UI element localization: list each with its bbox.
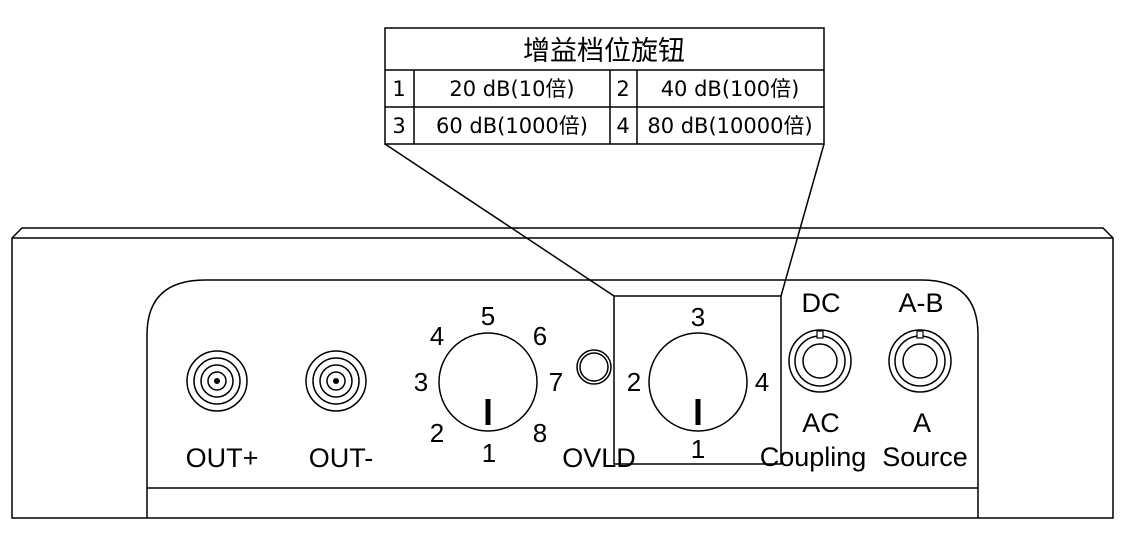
knob-position-label: 4 — [430, 321, 444, 351]
table-cell-index: 3 — [392, 114, 405, 138]
knob-position-label: 2 — [430, 418, 444, 448]
control-panel-recess — [146, 279, 979, 488]
switch-indicator-notch — [916, 330, 924, 339]
coupling-switch[interactable] — [788, 329, 852, 393]
coupling-caption: Coupling — [760, 442, 867, 472]
gain-table: 增益档位旋钮 1 20 dB(10倍) 2 40 dB(100倍) 3 60 d… — [384, 27, 825, 145]
out-minus-label: OUT- — [309, 443, 374, 473]
connector-outer-ring — [305, 350, 367, 412]
source-switch[interactable] — [888, 329, 952, 393]
gain-knob-highlight-box — [613, 295, 782, 465]
switch-knob — [802, 343, 838, 379]
connector-ring — [193, 357, 241, 405]
connector-ring — [200, 364, 234, 398]
gain-knob-position-label: 4 — [755, 367, 769, 397]
overload-led-inner — [579, 352, 609, 382]
table-cell-value: 20 dB(10倍) — [449, 77, 574, 101]
overload-led-outer — [576, 349, 612, 385]
coupling-dc-label: DC — [802, 288, 841, 318]
coupling-ac-label: AC — [802, 408, 840, 438]
knob-position-label: 6 — [533, 321, 547, 351]
gain-knob[interactable] — [648, 332, 748, 432]
gain-table-border — [384, 27, 825, 145]
switch-knob — [902, 343, 938, 379]
knob-position-label: 1 — [482, 438, 496, 468]
gain-knob-position-label: 2 — [627, 367, 641, 397]
source-ab-label: A-B — [898, 288, 943, 318]
connector-pin — [333, 378, 339, 384]
table-cell-value: 40 dB(100倍) — [661, 77, 800, 101]
table-cell-index: 2 — [616, 77, 629, 101]
connector-outer-ring — [186, 350, 248, 412]
out-plus-label: OUT+ — [186, 443, 259, 473]
switch-outer-ring — [888, 329, 952, 393]
table-cell-index: 4 — [616, 114, 629, 138]
switch-indicator-notch — [816, 330, 824, 339]
callout-leader-line — [780, 143, 825, 297]
knob-body — [438, 332, 538, 432]
gain-knob-position-label: 3 — [691, 302, 705, 332]
knob-position-label: 7 — [549, 367, 563, 397]
knob-position-label: 8 — [533, 418, 547, 448]
overload-label: OVLD — [562, 443, 636, 473]
table-cell-index: 1 — [392, 77, 405, 101]
device-body — [11, 227, 1114, 519]
overload-indicator — [576, 349, 612, 385]
connector-pin — [214, 378, 220, 384]
filter-knob[interactable] — [438, 332, 538, 432]
out-minus-connector[interactable] — [305, 350, 367, 412]
source-a-label: A — [913, 408, 931, 438]
out-plus-connector[interactable] — [186, 350, 248, 412]
source-caption: Source — [882, 442, 968, 472]
connector-ring — [207, 371, 227, 391]
gain-table-title: 增益档位旋钮 — [523, 36, 685, 67]
switch-outer-ring — [788, 329, 852, 393]
connector-ring — [319, 364, 353, 398]
callout-leader-line — [384, 143, 615, 297]
knob-body — [648, 332, 748, 432]
gain-knob-position-label: 1 — [691, 434, 705, 464]
connector-ring — [312, 357, 360, 405]
table-cell-value: 60 dB(1000倍) — [436, 114, 588, 138]
knob-position-label: 3 — [414, 367, 428, 397]
connector-ring — [326, 371, 346, 391]
knob-position-label: 5 — [481, 301, 495, 331]
table-cell-value: 80 dB(10000倍) — [647, 114, 812, 138]
